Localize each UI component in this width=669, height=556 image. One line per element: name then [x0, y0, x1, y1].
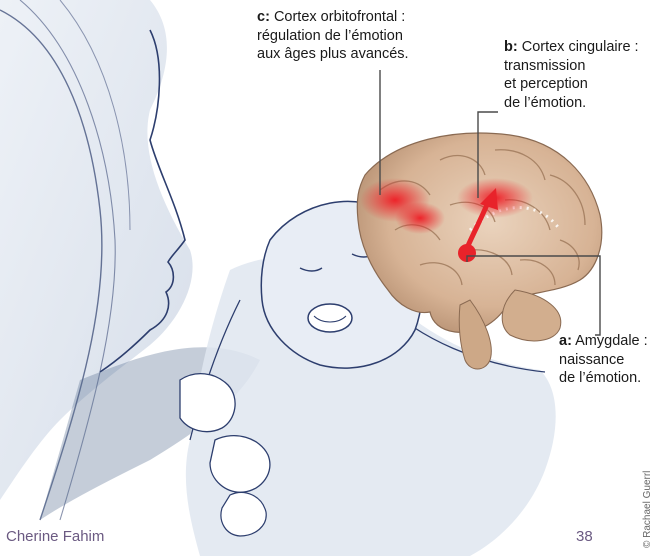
label-b-line4: de l’émotion. — [504, 94, 639, 113]
label-c-line3: aux âges plus avancés. — [257, 45, 409, 64]
label-b-line2: transmission — [504, 57, 639, 76]
label-a-tag: a: — [559, 333, 572, 349]
label-c-line2: régulation de l’émotion — [257, 27, 409, 46]
label-orbitofrontal-cortex: c: Cortex orbitofrontal : régulation de … — [257, 8, 409, 64]
label-b-line3: et perception — [504, 75, 639, 94]
label-cingulate-cortex: b: Cortex cingulaire : transmission et p… — [504, 38, 639, 112]
label-amygdala: a: Amygdale : naissance de l’émotion. — [559, 332, 648, 388]
label-a-line2: naissance — [559, 351, 648, 370]
label-a-line1: Amygdale : — [575, 333, 648, 349]
illustrator-credit: © Rachael Guerrl — [642, 471, 653, 548]
label-a-line3: de l’émotion. — [559, 369, 648, 388]
label-c-tag: c: — [257, 9, 270, 25]
orbitofrontal-activation-lower — [395, 202, 445, 234]
footer-author: Cherine Fahim — [6, 528, 104, 545]
page-number: 38 — [576, 528, 593, 545]
label-b-line1: Cortex cingulaire : — [522, 39, 639, 55]
label-b-tag: b: — [504, 39, 518, 55]
label-c-line1: Cortex orbitofrontal : — [274, 9, 405, 25]
